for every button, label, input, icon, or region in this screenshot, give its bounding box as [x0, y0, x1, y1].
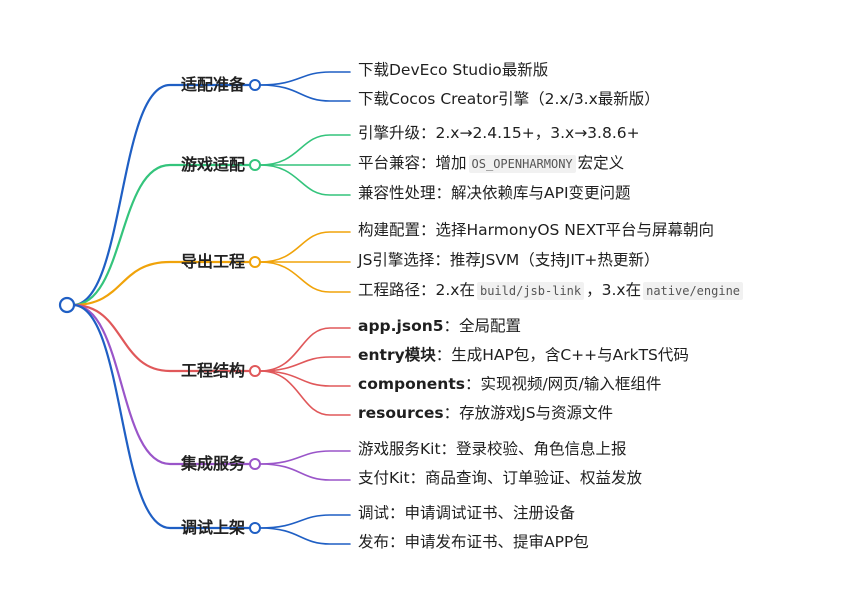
leaf-text: 工程路径：2.x在	[358, 281, 475, 299]
branch-node-icon[interactable]	[249, 365, 261, 377]
leaf-text: 发布：申请发布证书、提审APP包	[358, 533, 589, 551]
leaf-text: 调试：申请调试证书、注册设备	[358, 504, 576, 522]
leaf-item: 游戏服务Kit：登录校验、角色信息上报	[358, 438, 627, 460]
leaf-item: JS引擎选择：推荐JSVM（支持JIT+热更新）	[358, 249, 659, 271]
branch-link	[71, 260, 252, 307]
leaf-link	[259, 450, 351, 465]
branch-label: 调试上架	[180, 518, 245, 537]
leaf-link	[259, 327, 351, 372]
leaf-item: 构建配置：选择HarmonyOS NEXT平台与屏幕朝向	[358, 219, 714, 241]
branch-label: 工程结构	[180, 361, 245, 380]
leaf-link	[259, 134, 351, 166]
leaf-link	[259, 71, 351, 86]
leaf-item: resources：存放游戏JS与资源文件	[358, 402, 613, 424]
leaf-link	[259, 261, 351, 293]
branch-label: 适配准备	[180, 75, 245, 94]
leaf-item: app.json5：全局配置	[358, 315, 521, 337]
leaf-link	[259, 164, 351, 196]
leaf-text: 下载DevEco Studio最新版	[358, 61, 549, 79]
leaf-text: ：生成HAP包，含C++与ArkTS代码	[435, 346, 689, 364]
leaf-text: 支付Kit：商品查询、订单验证、权益发放	[358, 469, 643, 487]
branch-label: 游戏适配	[180, 155, 245, 174]
leaf-text: 构建配置：选择HarmonyOS NEXT平台与屏幕朝向	[358, 221, 715, 239]
leaf-link	[259, 231, 351, 263]
root-node-icon[interactable]	[58, 296, 76, 314]
leaf-item: 调试：申请调试证书、注册设备	[358, 502, 575, 524]
leaf-link	[259, 370, 351, 416]
branch-label: 集成服务	[180, 454, 245, 473]
leaf-link	[259, 84, 351, 102]
branch-link	[71, 163, 252, 307]
leaf-text: 平台兼容：增加	[358, 154, 467, 172]
branch-node-icon[interactable]	[249, 522, 261, 534]
leaf-text: 游戏服务Kit：登录校验、角色信息上报	[358, 440, 627, 458]
branch-node-icon[interactable]	[249, 159, 261, 171]
leaf-text: app.json5	[358, 317, 444, 335]
leaf-text: components	[358, 375, 465, 393]
leaf-text: 下载Cocos Creator引擎（2.x/3.x最新版）	[358, 90, 660, 108]
leaf-link	[259, 370, 351, 387]
leaf-item: 发布：申请发布证书、提审APP包	[358, 531, 589, 553]
branch-node-icon[interactable]	[249, 79, 261, 91]
code-snippet: native/engine	[643, 282, 744, 300]
leaf-text: ，3.x在	[586, 281, 642, 299]
leaf-text: 引擎升级：2.x→2.4.15+，3.x→3.8.6+	[358, 124, 640, 142]
leaf-link	[259, 356, 351, 372]
leaf-item: 兼容性处理：解决依赖库与API变更问题	[358, 182, 631, 204]
leaf-item: 下载Cocos Creator引擎（2.x/3.x最新版）	[358, 88, 660, 110]
leaf-item: entry模块：生成HAP包，含C++与ArkTS代码	[358, 344, 689, 366]
leaf-text: resources	[358, 404, 444, 422]
branch-link	[71, 83, 252, 307]
code-snippet: build/jsb-link	[476, 282, 585, 300]
leaf-text: JS引擎选择：推荐JSVM（支持JIT+热更新）	[358, 251, 660, 269]
leaf-item: 引擎升级：2.x→2.4.15+，3.x→3.8.6+	[358, 122, 640, 144]
leaf-item: components：实现视频/网页/输入框组件	[358, 373, 661, 395]
branch-node-icon[interactable]	[249, 458, 261, 470]
branch-node-icon[interactable]	[249, 256, 261, 268]
leaf-link	[259, 514, 351, 529]
branch-link	[71, 303, 252, 373]
leaf-text: ：全局配置	[443, 317, 522, 335]
leaf-text: ：实现视频/网页/输入框组件	[464, 375, 662, 393]
code-snippet: OS_OPENHARMONY	[468, 155, 576, 173]
branch-link	[71, 303, 252, 466]
leaf-text: ：存放游戏JS与资源文件	[443, 404, 614, 422]
leaf-link	[259, 527, 351, 545]
leaf-text: 兼容性处理：解决依赖库与API变更问题	[358, 184, 631, 202]
leaf-text: entry模块	[358, 346, 436, 364]
leaf-link	[259, 463, 351, 481]
leaf-item: 下载DevEco Studio最新版	[358, 59, 548, 81]
branch-link	[71, 303, 252, 530]
leaf-item: 支付Kit：商品查询、订单验证、权益发放	[358, 467, 642, 489]
branch-label: 导出工程	[180, 252, 245, 271]
leaf-text: 宏定义	[577, 154, 625, 172]
